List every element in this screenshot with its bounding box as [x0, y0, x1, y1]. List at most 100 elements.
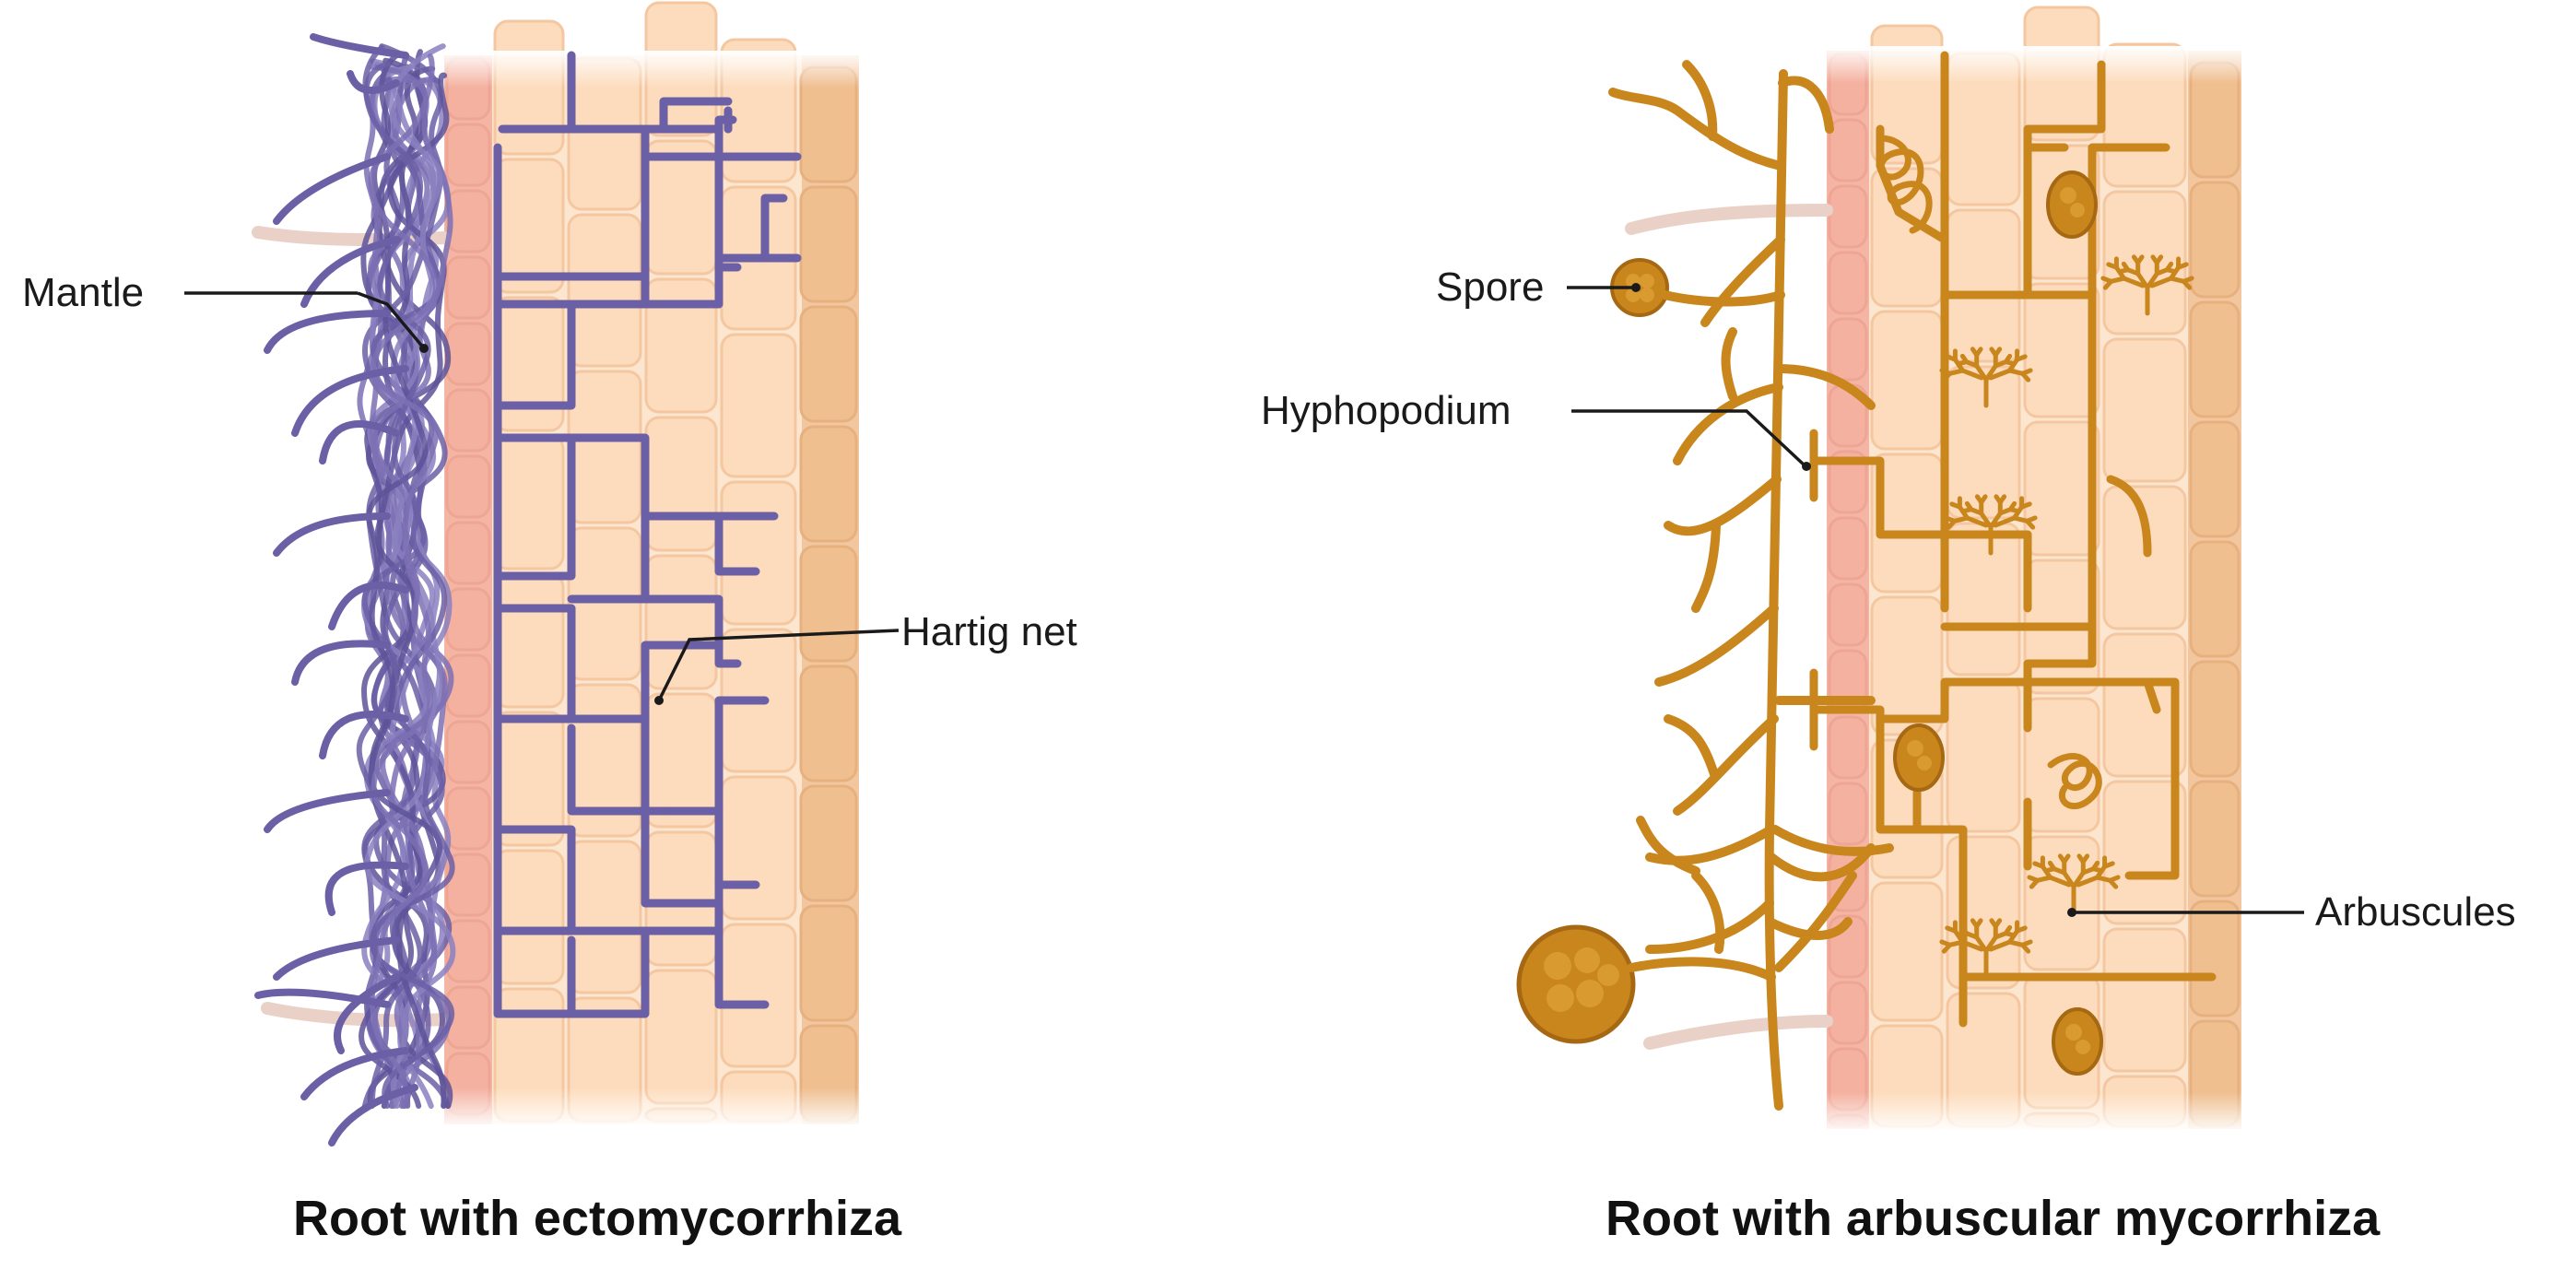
ecto-cell — [799, 305, 858, 423]
arbuscule-branch — [2003, 931, 2016, 937]
ecto-cell — [445, 189, 491, 253]
arbuscule-branch — [1959, 939, 1984, 952]
ecto-cell — [445, 919, 491, 983]
arbuscule-branch — [2007, 507, 2020, 513]
ecto-cell — [445, 587, 491, 652]
arbuscule-branch — [1974, 935, 1989, 954]
arbuscule-branch — [2015, 925, 2028, 934]
arbuscule-branch — [1983, 363, 1998, 382]
ecto-cell — [567, 526, 642, 681]
am-cell — [2023, 420, 2100, 557]
am-cell — [2102, 485, 2187, 630]
arbuscule-branch — [2015, 354, 2028, 362]
spore-large — [1516, 924, 1776, 1044]
ecto-cell — [720, 923, 797, 1068]
am-cell — [2102, 927, 2187, 1073]
arbuscule-branch — [1993, 918, 2003, 929]
mantle-hypha — [273, 153, 391, 225]
mantle-hypha — [264, 310, 391, 354]
am-cell — [1946, 522, 2021, 676]
ecto-cell — [799, 784, 858, 902]
vesicles — [1893, 171, 2103, 1076]
ecto-cell — [493, 158, 565, 294]
arbuscule-branch — [2047, 860, 2057, 872]
spore-label: Spore — [1436, 265, 1544, 310]
ecto-cell — [720, 333, 797, 478]
arbuscule-branch — [1959, 924, 1970, 936]
arbuscule-branch — [2181, 278, 2193, 290]
ecto-cell — [799, 904, 858, 1022]
ecto-cell — [567, 370, 642, 524]
ecto-cell — [493, 296, 565, 432]
am-root-hairs — [1625, 204, 1833, 1050]
arbuscule-branch — [2090, 866, 2103, 873]
arbuscule-branch — [1959, 368, 1984, 381]
ecto-fade-top — [433, 51, 876, 88]
ecto-cell — [493, 711, 565, 847]
ecto-cell — [493, 434, 565, 570]
fungal-mantle — [254, 33, 456, 1147]
hyphopodium-callout: Hyphopodium — [1261, 388, 1811, 471]
intraradical-hyphae — [1809, 51, 2217, 1028]
am-cell — [1870, 881, 1944, 1022]
arbuscule-branch — [1944, 515, 1958, 523]
arbuscule-branch — [2019, 501, 2032, 510]
ecto-cell — [445, 653, 491, 718]
am-cell — [1946, 678, 2021, 833]
mantle-hypha — [291, 640, 391, 686]
mantle-callout: Mantle — [22, 270, 429, 353]
arbuscule-branch — [1959, 353, 1970, 365]
mantle-hypha — [347, 70, 400, 94]
ecto-cell — [799, 425, 858, 543]
mantle-hypha — [328, 582, 409, 630]
am-cell — [2102, 632, 2187, 778]
arbuscule-branch — [2076, 875, 2100, 888]
hartig-net-callout: Hartig net — [654, 609, 1077, 705]
mantle-hypha — [273, 512, 391, 557]
arbuscule-branch — [2024, 518, 2036, 530]
mantle-strand — [368, 64, 454, 1109]
ecto-cell — [567, 213, 642, 368]
arbuscule-branch — [2102, 861, 2115, 869]
ecto-cell — [445, 454, 491, 519]
am-panel: Spore Hyphopodium Arbuscules Root with a… — [1261, 6, 2516, 1246]
mantle-hypha — [273, 936, 400, 981]
arbuscule-branch — [2003, 359, 2016, 366]
am-cell — [1828, 782, 1868, 846]
arbuscule-branch — [2135, 271, 2150, 290]
arbuscule-branch — [1993, 515, 2017, 528]
am-caption: Root with arbuscular mycorrhiza — [1606, 1191, 2381, 1246]
ecto-cell — [445, 786, 491, 851]
am-cell — [2189, 780, 2241, 898]
extraradical-hyphae — [1608, 60, 1894, 1111]
arbuscule-branch — [1993, 347, 2003, 358]
ecto-cell — [644, 692, 718, 829]
am-cell — [2023, 697, 2100, 833]
mantle-hypha — [291, 365, 409, 437]
arbuscule-branch — [1988, 368, 2013, 381]
am-cell — [1828, 251, 1868, 315]
mantle-label: Mantle — [22, 270, 144, 315]
am-cell — [1870, 167, 1944, 308]
am-cell — [1946, 835, 2021, 990]
mantle-hypha — [300, 1047, 409, 1100]
ecto-cell — [445, 255, 491, 320]
ecto-cell — [644, 416, 718, 552]
arbuscule-branch — [2121, 276, 2146, 288]
am-cell — [1828, 118, 1868, 182]
arbuscule-branch — [1974, 363, 1989, 382]
ecto-cell — [799, 665, 858, 782]
ecto-caption: Root with ectomycorrhiza — [293, 1191, 902, 1246]
ecto-cell — [445, 521, 491, 585]
arbuscules-label: Arbuscules — [2315, 889, 2516, 935]
am-cell — [2189, 420, 2241, 538]
am-cell — [2102, 337, 2187, 483]
ecto-cells — [445, 1, 858, 1123]
ecto-cell — [720, 480, 797, 626]
am-cell — [1828, 715, 1868, 780]
arbuscules — [1939, 254, 2194, 980]
arbuscule-branch — [1964, 500, 1974, 512]
spore-callout: Spore — [1436, 265, 1641, 310]
arbuscule-branch — [2107, 877, 2119, 889]
